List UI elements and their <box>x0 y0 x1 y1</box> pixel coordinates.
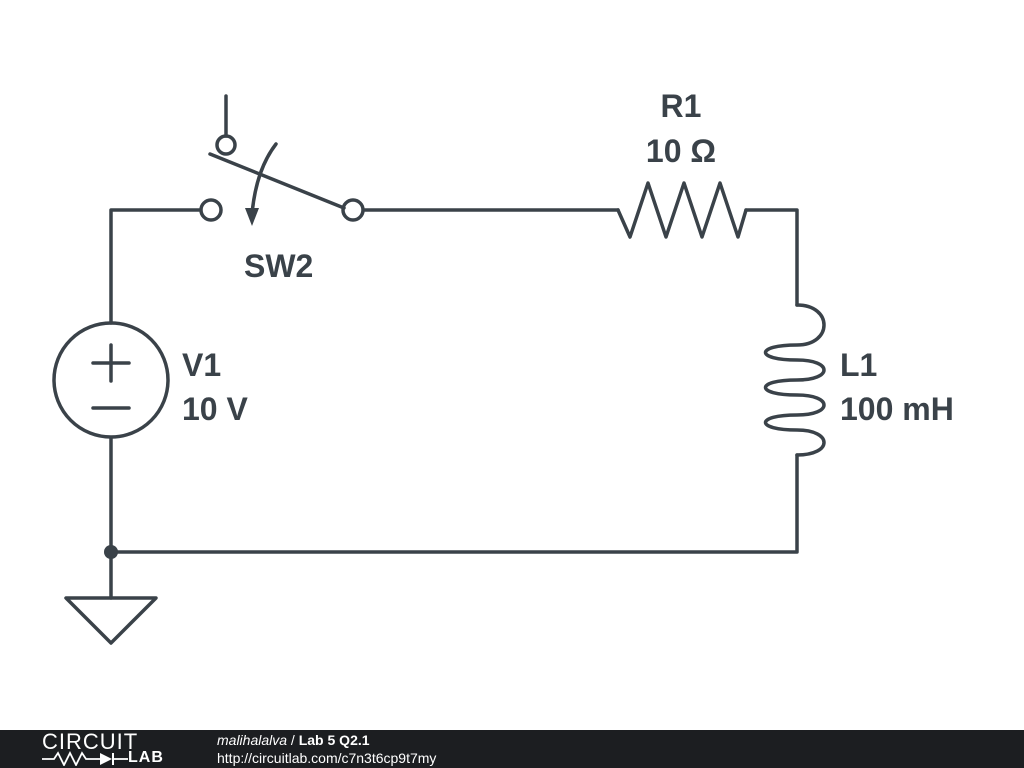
inductor-value: 100 mH <box>840 391 954 427</box>
switch-sw2 <box>199 94 365 226</box>
wire-top-left <box>109 208 202 325</box>
resistor-designator: R1 <box>661 88 702 124</box>
source-designator: V1 <box>182 347 221 383</box>
inductor-l1 <box>763 303 826 457</box>
logo-text-circuit: CIRCUIT <box>42 729 139 754</box>
circuit-title: Lab 5 Q2.1 <box>298 732 370 748</box>
voltage-source-v1 <box>52 321 170 439</box>
inductor-designator: L1 <box>840 347 877 383</box>
logo-resistor-diode-icon <box>42 750 128 766</box>
switch-left-terminal <box>199 198 223 222</box>
wire-bottom <box>109 453 799 554</box>
title-separator: / <box>287 732 299 748</box>
author-link[interactable]: malihalalva <box>217 732 288 748</box>
junction-dot <box>104 545 118 559</box>
wire-top-right <box>744 208 799 307</box>
switch-actuator-terminal <box>215 134 237 156</box>
resistor-r1 <box>616 181 748 239</box>
circuitlab-logo[interactable]: CIRCUIT LAB <box>42 730 182 768</box>
source-value: 10 V <box>182 391 248 427</box>
switch-arrow-arc <box>250 142 278 216</box>
switch-right-terminal <box>341 198 365 222</box>
logo-text-lab: LAB <box>128 749 164 766</box>
switch-arrow-head <box>245 208 259 226</box>
footer-bar: CIRCUIT LAB malihalalva / Lab 5 Q2.1 htt… <box>0 730 1024 768</box>
switch-label: SW2 <box>244 248 313 284</box>
resistor-value: 10 Ω <box>646 133 716 169</box>
schematic-canvas: SW2 R1 10 Ω V1 10 V L1 100 mH <box>52 88 954 645</box>
ground-icon <box>64 596 158 645</box>
circuit-title-line: malihalalva / Lab 5 Q2.1 <box>217 732 370 748</box>
source-circle <box>52 321 170 439</box>
circuit-url-link[interactable]: http://circuitlab.com/c7n3t6cp9t7my <box>217 750 437 766</box>
switch-blade <box>208 152 346 210</box>
